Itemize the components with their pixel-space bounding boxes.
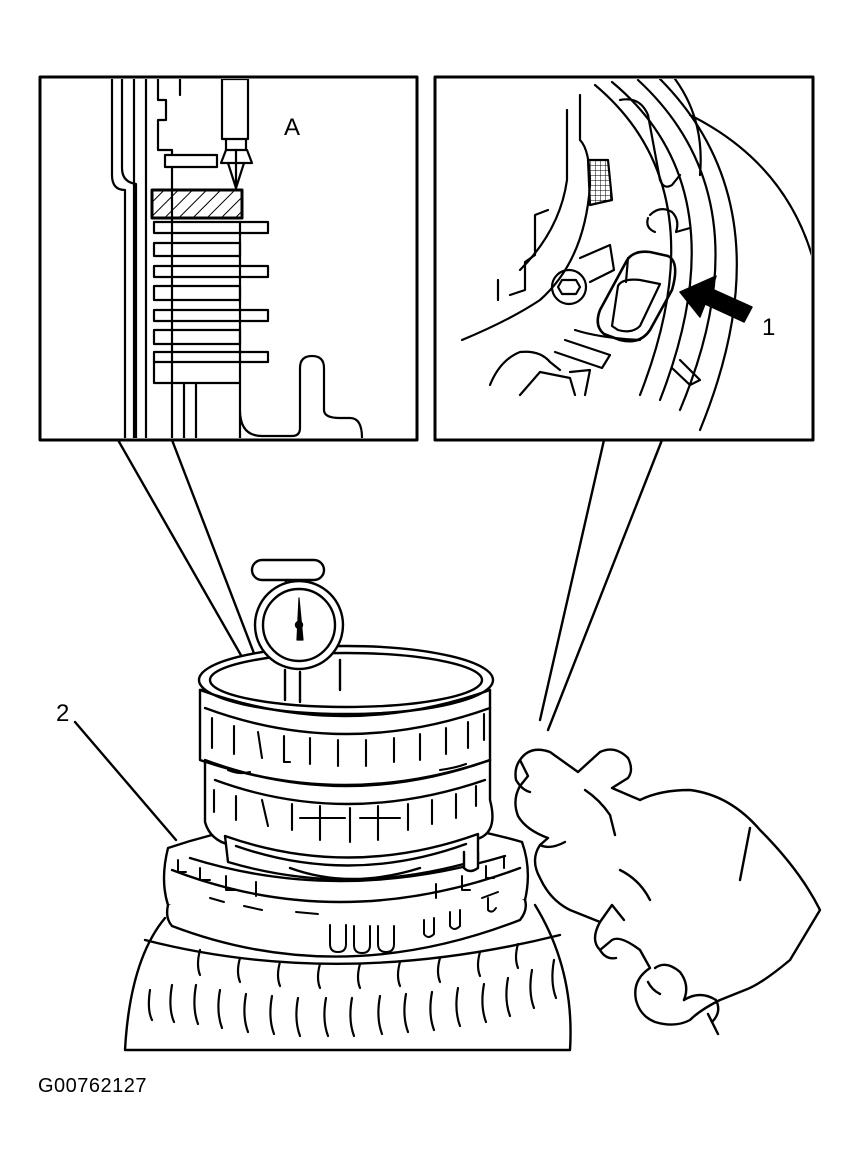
gauge-plunger: [219, 79, 254, 190]
callout-leaders: [73, 438, 664, 842]
transmission-assembly: [123, 558, 822, 1052]
detail-a-label: A: [284, 114, 301, 141]
technician-hand: [514, 748, 822, 1036]
figure-code: G00762127: [38, 1075, 148, 1097]
callout-2-label: 2: [56, 700, 70, 727]
clutch-drum: [197, 644, 495, 881]
bolt-head: [550, 268, 588, 306]
callout-1-label: 1: [762, 314, 776, 341]
ring-slot: [596, 250, 677, 343]
dial-gauge-icon: [250, 558, 345, 704]
detail-a-panel: [38, 75, 419, 442]
arrow-icon: [679, 275, 753, 323]
detail-1-panel: [433, 75, 815, 442]
clutch-plate-stack: [152, 220, 364, 438]
